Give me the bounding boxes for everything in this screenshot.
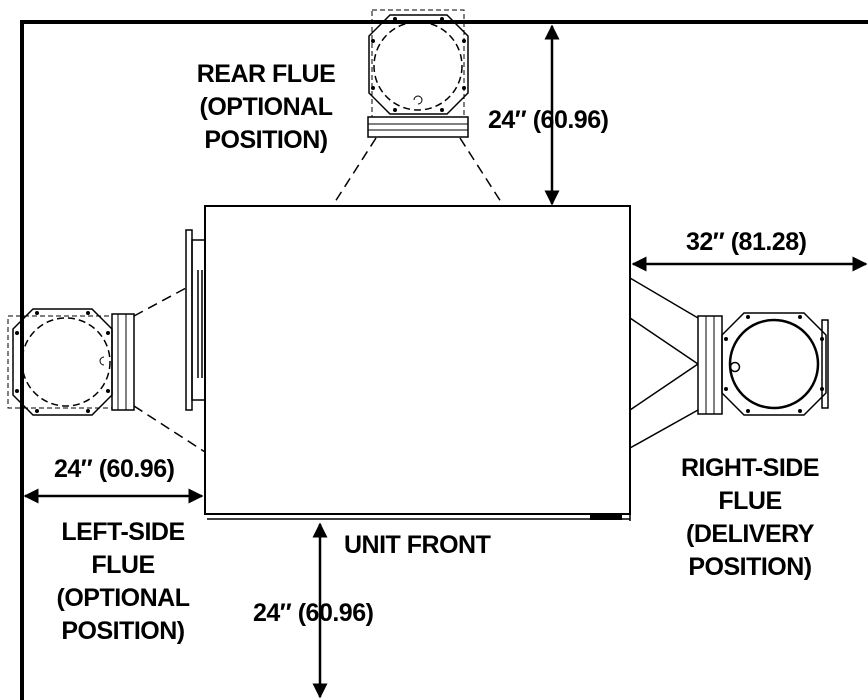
right-flue-label-line4: POSITION): [688, 553, 812, 581]
left-flue-label-line3: (OPTIONAL: [56, 584, 191, 612]
left-flue-label-line2: FLUE: [91, 551, 155, 579]
front-clearance-label: 24″ (60.96): [253, 599, 374, 627]
left-side-flue: [7, 287, 206, 453]
right-flue-label-line2: FLUE: [718, 487, 782, 515]
left-flue-label-line1: LEFT-SIDE: [61, 518, 185, 546]
rear-flue-label: REAR FLUE (OPTIONAL POSITION): [176, 58, 356, 157]
right-flue-label-line1: RIGHT-SIDE: [680, 454, 820, 482]
right-flue-label: RIGHT-SIDE FLUE (DELIVERY POSITION): [655, 452, 845, 584]
rear-clearance-label: 24″ (60.96): [488, 106, 609, 134]
unit-body: [204, 205, 631, 515]
rear-flue: [332, 9, 504, 206]
unit-front-panel: [205, 513, 631, 521]
left-clearance-label: 24″ (60.96): [51, 453, 178, 486]
rear-flue-label-line1: REAR FLUE: [196, 60, 336, 88]
unit-left-panel: [185, 229, 206, 411]
left-flue-label-line4: POSITION): [61, 617, 185, 645]
room-boundary: [20, 20, 868, 700]
rear-flue-label-line2: (OPTIONAL: [199, 93, 334, 121]
right-flue-label-line3: (DELIVERY: [686, 520, 814, 548]
right-clearance-label: 32″ (81.28): [686, 228, 807, 256]
unit-front-label: UNIT FRONT: [344, 531, 491, 559]
right-side-flue: [629, 277, 829, 449]
rear-flue-label-line3: POSITION): [204, 126, 328, 154]
left-flue-label: LEFT-SIDE FLUE (OPTIONAL POSITION): [42, 516, 204, 648]
